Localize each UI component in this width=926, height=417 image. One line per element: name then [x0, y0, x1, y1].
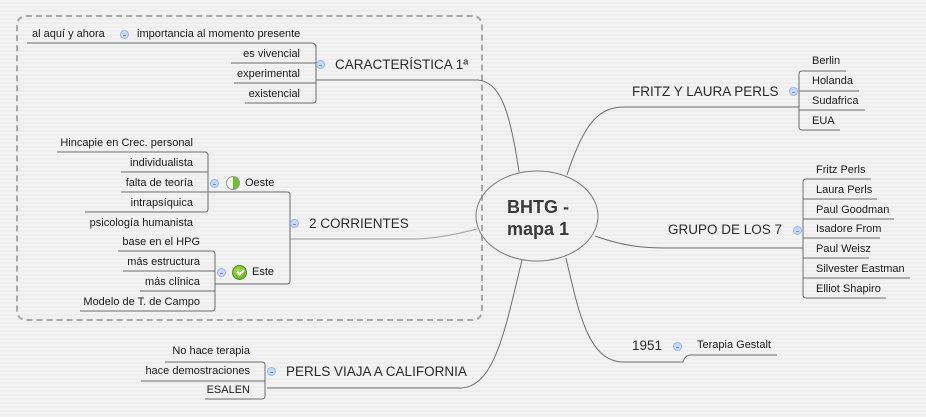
subtopic-oeste[interactable]: Oeste	[245, 177, 275, 189]
subtopic-este[interactable]: Este	[252, 266, 275, 278]
subtopic-mas-clinica[interactable]: más clínica	[144, 276, 200, 288]
subtopic-fritz-perls[interactable]: Fritz Perls	[816, 164, 866, 176]
subtopic-paul-weisz[interactable]: Paul Weisz	[816, 243, 871, 255]
subtopic-falta-teoria[interactable]: falta de teoría	[125, 177, 193, 189]
collapse-icon[interactable]	[290, 219, 299, 228]
half-progress-icon	[226, 176, 240, 190]
topic-corrientes[interactable]: 2 CORRIENTES	[309, 216, 409, 231]
subtopic-individualista[interactable]: individualista	[130, 157, 193, 169]
subtopic-psicologia-humanista[interactable]: psicología humanista	[89, 217, 193, 229]
collapse-icon[interactable]	[217, 268, 226, 277]
topic-california[interactable]: PERLS VIAJA A CALIFORNIA	[286, 364, 467, 379]
subtopic-intrapsiquica[interactable]: intrapsíquica	[130, 197, 193, 209]
central-topic-line2: mapa 1	[506, 219, 570, 239]
subtopic-berlin[interactable]: Berlin	[812, 55, 841, 67]
collapse-icon[interactable]	[316, 60, 325, 69]
boundary-box[interactable]	[16, 15, 483, 321]
collapse-icon[interactable]	[210, 179, 219, 188]
subtopic-demostraciones[interactable]: hace demostraciones	[145, 365, 250, 377]
collapse-icon[interactable]	[793, 226, 802, 235]
subtopic-hincapie[interactable]: Hincapie en Crec. personal	[60, 137, 193, 149]
topic-caracteristica[interactable]: CARACTERÍSTICA 1ª	[335, 57, 469, 72]
check-icon	[232, 265, 247, 280]
subtopic-no-hace-terapia[interactable]: No hace terapia	[172, 345, 250, 357]
topic-1951[interactable]: 1951	[632, 338, 663, 353]
collapse-icon[interactable]	[673, 342, 682, 351]
subtopic-experimental[interactable]: experimental	[237, 68, 300, 80]
subtopic-holanda[interactable]: Holanda	[812, 75, 853, 87]
subtopic-silvester-eastman[interactable]: Silvester Eastman	[816, 263, 905, 275]
subtopic-importancia[interactable]: importancia al momento presente	[137, 28, 301, 40]
collapse-icon[interactable]	[789, 87, 798, 96]
subtopic-terapia-gestalt[interactable]: Terapia Gestalt	[697, 339, 771, 351]
subtopic-laura-perls[interactable]: Laura Perls	[816, 184, 873, 196]
subtopic-sudafrica[interactable]: Sudafrica	[812, 95, 859, 107]
topic-fritz-laura[interactable]: FRITZ Y LAURA PERLS	[632, 84, 779, 99]
subtopic-modelo-campo[interactable]: Modelo de T. de Campo	[83, 296, 200, 308]
subtopic-eua[interactable]: EUA	[812, 115, 835, 127]
subtopic-mas-estructura[interactable]: más estructura	[127, 256, 200, 268]
topic-grupo-7[interactable]: GRUPO DE LOS 7	[668, 222, 783, 237]
collapse-icon[interactable]	[120, 30, 129, 39]
subtopic-paul-goodman[interactable]: Paul Goodman	[816, 204, 890, 216]
subtopic-base-hpg[interactable]: base en el HPG	[122, 236, 200, 248]
subtopic-isadore-from[interactable]: Isadore From	[816, 223, 882, 235]
subtopic-elliot-shapiro[interactable]: Elliot Shapiro	[816, 283, 881, 295]
central-topic[interactable]: BHTG - mapa 1	[478, 196, 598, 240]
collapse-icon[interactable]	[267, 367, 276, 376]
central-topic-line1: BHTG -	[507, 197, 569, 217]
subtopic-es-vivencial[interactable]: es vivencial	[243, 48, 300, 60]
subtopic-aqui-ahora[interactable]: al aquí y ahora	[32, 28, 105, 40]
subtopic-existencial[interactable]: existencial	[248, 88, 300, 100]
subtopic-esalen[interactable]: ESALEN	[206, 384, 250, 396]
